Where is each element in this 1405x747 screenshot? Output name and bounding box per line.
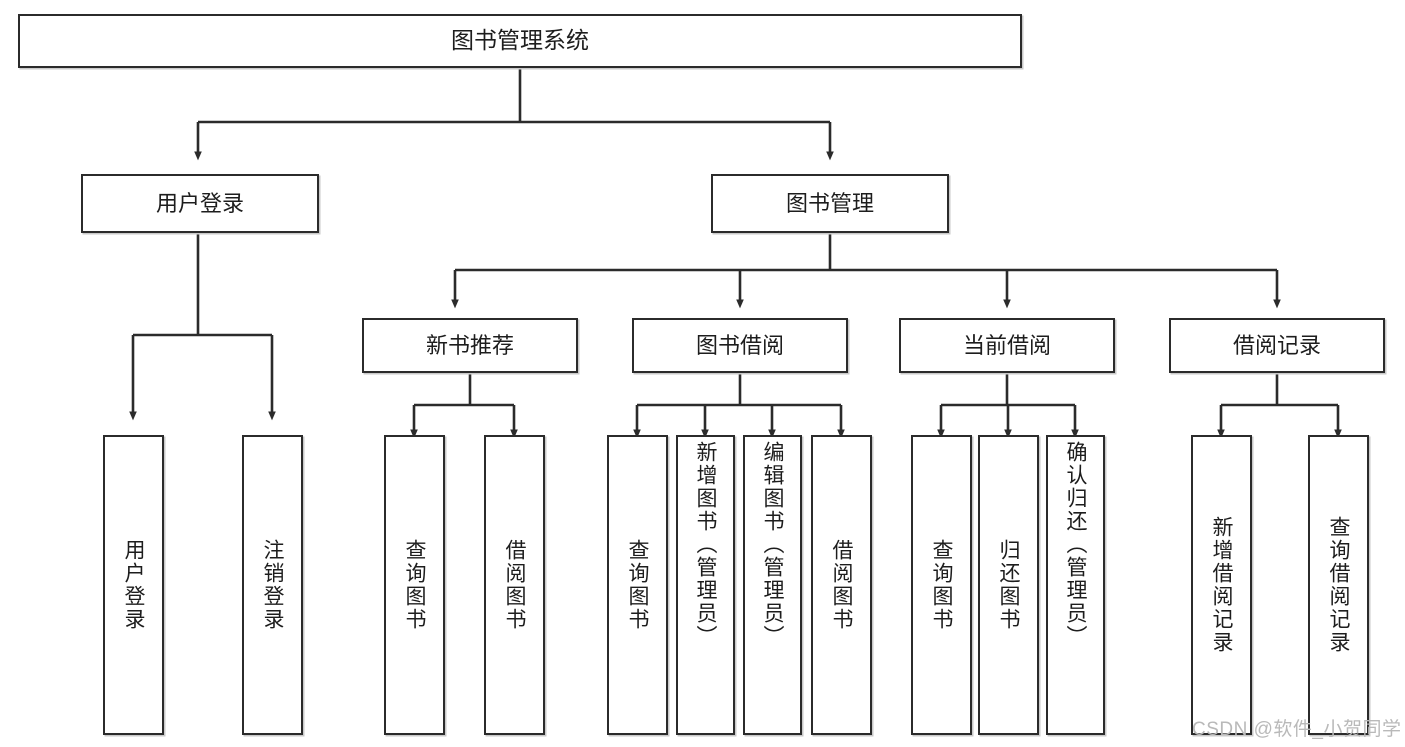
- node-new-book-recommend[interactable]: 新书推荐: [362, 318, 578, 373]
- node-label: 图书管理系统: [451, 27, 589, 54]
- node-label: 查询图书: [626, 539, 649, 631]
- node-root-book-management-system[interactable]: 图书管理系统: [18, 14, 1022, 68]
- node-label: 查询图书: [930, 539, 953, 631]
- node-label: 借阅图书: [503, 539, 526, 631]
- csdn-watermark: CSDN @软件_小贺同学: [1192, 719, 1402, 740]
- node-leaf-borrow-book-newbook[interactable]: 借阅图书: [484, 435, 545, 735]
- node-user-login[interactable]: 用户登录: [81, 174, 319, 233]
- node-label: 查询图书: [403, 539, 426, 631]
- node-leaf-add-borrow-record[interactable]: 新增借阅记录: [1191, 435, 1252, 735]
- node-label: 新增图书（管理员）: [694, 441, 717, 648]
- node-label: 确认归还（管理员）: [1064, 441, 1087, 648]
- node-leaf-user-login[interactable]: 用户登录: [103, 435, 164, 735]
- node-label: 新书推荐: [425, 332, 514, 358]
- node-label: 用户登录: [155, 190, 244, 216]
- node-label: 借阅图书: [830, 539, 853, 631]
- node-book-management[interactable]: 图书管理: [711, 174, 949, 233]
- node-label: 查询借阅记录: [1327, 516, 1350, 654]
- node-current-borrow[interactable]: 当前借阅: [899, 318, 1115, 373]
- node-leaf-confirm-return-admin[interactable]: 确认归还（管理员）: [1046, 435, 1105, 735]
- node-label: 借阅记录: [1232, 332, 1321, 358]
- node-leaf-query-book-current[interactable]: 查询图书: [911, 435, 972, 735]
- node-label: 图书借阅: [695, 332, 784, 358]
- node-leaf-query-book-borrow[interactable]: 查询图书: [607, 435, 668, 735]
- node-leaf-query-borrow-record[interactable]: 查询借阅记录: [1308, 435, 1369, 735]
- node-label: 注销登录: [261, 539, 284, 631]
- node-leaf-borrow-book-borrow[interactable]: 借阅图书: [811, 435, 872, 735]
- node-leaf-return-book[interactable]: 归还图书: [978, 435, 1039, 735]
- node-leaf-logout[interactable]: 注销登录: [242, 435, 303, 735]
- node-book-borrow[interactable]: 图书借阅: [632, 318, 848, 373]
- node-label: 当前借阅: [962, 332, 1051, 358]
- node-label: 图书管理: [785, 190, 874, 216]
- node-label: 用户登录: [122, 539, 145, 631]
- node-borrow-record[interactable]: 借阅记录: [1169, 318, 1385, 373]
- node-label: 编辑图书（管理员）: [761, 441, 784, 648]
- node-leaf-edit-book-admin[interactable]: 编辑图书（管理员）: [743, 435, 802, 735]
- node-label: 新增借阅记录: [1210, 516, 1233, 654]
- node-leaf-query-book-newbook[interactable]: 查询图书: [384, 435, 445, 735]
- node-leaf-add-book-admin[interactable]: 新增图书（管理员）: [676, 435, 735, 735]
- node-label: 归还图书: [997, 539, 1020, 631]
